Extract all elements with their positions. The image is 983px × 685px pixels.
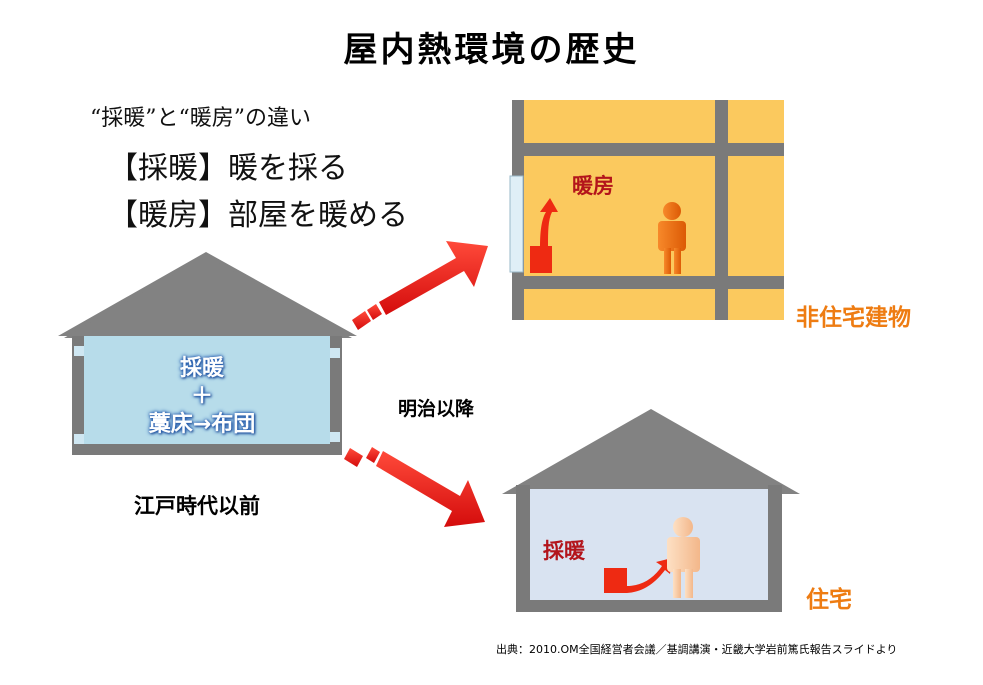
residential-label: 住宅	[806, 587, 852, 613]
residential-saidan-tag: 採暖	[543, 539, 585, 563]
definition-header: “採暖”と“暖房”の違い	[90, 106, 311, 131]
old-house-wall-right	[330, 336, 342, 452]
old-house-opening	[330, 432, 340, 442]
old-house-roof-fill	[64, 256, 352, 338]
office-window	[509, 175, 524, 273]
residential-wall-right	[768, 485, 782, 611]
old-house	[58, 252, 357, 455]
meiji-period-label: 明治以降	[398, 398, 475, 420]
arrow-body	[376, 451, 485, 527]
residential-roof	[502, 409, 800, 494]
office-corridor-horizontal	[524, 143, 784, 156]
old-house-floor	[72, 444, 342, 455]
old-house-text-saidan: 採暖	[179, 356, 224, 381]
residential-heater	[604, 568, 627, 593]
residential-person	[667, 517, 700, 598]
old-house-opening	[74, 346, 84, 356]
source-citation: 出典：2010.OM全国経営者会議／基調講演・近畿大学岩前篤氏報告スライドより	[496, 643, 898, 656]
definition-danbo: 【暖房】部屋を暖める	[108, 198, 408, 233]
old-house-opening	[74, 434, 84, 444]
residential-house	[502, 409, 800, 612]
old-house-opening	[330, 348, 340, 358]
heat-arrow	[540, 198, 558, 246]
old-house-wall-left	[72, 336, 84, 452]
arrow-dash	[344, 448, 363, 467]
old-house-interior	[84, 336, 330, 444]
office-danbo-tag: 暖房	[572, 174, 614, 198]
office-corridor-vertical	[715, 100, 728, 320]
office-heater	[530, 246, 552, 273]
office-person	[658, 202, 686, 274]
residential-floor	[516, 600, 782, 612]
old-house-text-bedding: 藁床→布団	[148, 412, 256, 437]
office-building	[509, 100, 784, 320]
arrow-to-nonresidential	[352, 241, 488, 330]
arrow-dash	[366, 447, 380, 463]
edo-period-label: 江戸時代以前	[134, 494, 260, 518]
definition-saidan: 【採暖】暖を採る	[108, 151, 348, 186]
arrow-dash	[352, 311, 371, 330]
old-house-text-plus: ＋	[190, 384, 213, 409]
arrow-to-residential	[344, 447, 485, 527]
page-title: 屋内熱環境の歴史	[343, 30, 640, 70]
office-corridor-horizontal	[524, 276, 784, 289]
arrow-body	[379, 241, 488, 315]
nonresidential-label: 非住宅建物	[796, 305, 911, 331]
arrow-dash	[367, 304, 382, 320]
residential-wall-left	[516, 485, 530, 611]
